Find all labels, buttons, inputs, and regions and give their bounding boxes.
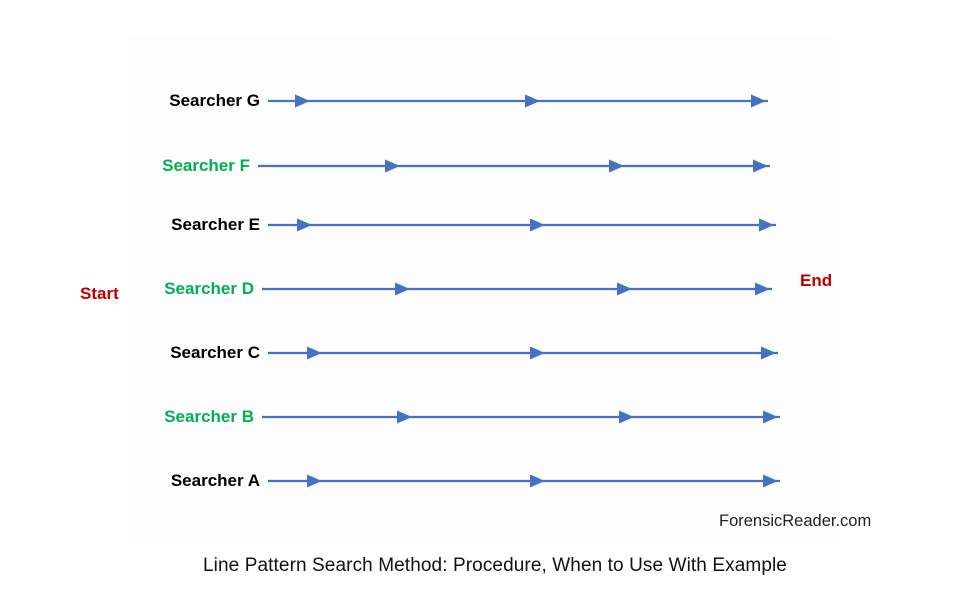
arrowhead-icon bbox=[761, 346, 776, 360]
arrowhead-icon bbox=[530, 218, 545, 232]
searcher-row: Searcher D bbox=[0, 269, 960, 309]
end-label: End bbox=[800, 271, 833, 290]
arrowhead-icon bbox=[385, 159, 400, 173]
arrowhead-icon bbox=[307, 346, 322, 360]
searcher-path-arrow bbox=[268, 218, 776, 232]
arrowhead-icon bbox=[530, 474, 545, 488]
searcher-row: Searcher A bbox=[0, 461, 960, 501]
arrowhead-icon bbox=[297, 218, 312, 232]
searcher-path-arrow bbox=[268, 94, 768, 108]
arrowhead-icon bbox=[397, 410, 412, 424]
arrowhead-icon bbox=[751, 94, 766, 108]
arrowhead-icon bbox=[617, 282, 632, 296]
searcher-path-arrow bbox=[268, 474, 780, 488]
searcher-row: Searcher F bbox=[0, 146, 960, 186]
searcher-path-arrow bbox=[268, 346, 778, 360]
searcher-label: Searcher G bbox=[169, 91, 260, 110]
searcher-row: Searcher B bbox=[0, 397, 960, 437]
searcher-label: Searcher D bbox=[164, 279, 254, 298]
searcher-label: Searcher F bbox=[162, 156, 250, 175]
arrowhead-icon bbox=[755, 282, 770, 296]
diagram-panel bbox=[128, 38, 833, 543]
searcher-row: Searcher C bbox=[0, 333, 960, 373]
searcher-path-arrow bbox=[262, 410, 780, 424]
searcher-label: Searcher B bbox=[164, 407, 254, 426]
caption-text: Line Pattern Search Method: Procedure, W… bbox=[203, 555, 787, 576]
arrowhead-icon bbox=[530, 346, 545, 360]
arrowhead-icon bbox=[763, 410, 778, 424]
searcher-label: Searcher C bbox=[170, 343, 260, 362]
searcher-label: Searcher A bbox=[170, 471, 260, 490]
searcher-label: Searcher E bbox=[171, 215, 260, 234]
watermark: ForensicReader.com bbox=[719, 512, 872, 530]
arrowhead-icon bbox=[763, 474, 778, 488]
start-label: Start bbox=[80, 284, 119, 303]
arrowhead-icon bbox=[395, 282, 410, 296]
arrowhead-icon bbox=[307, 474, 322, 488]
searcher-path-arrow bbox=[258, 159, 770, 173]
arrowhead-icon bbox=[753, 159, 768, 173]
searcher-path-arrow bbox=[262, 282, 772, 296]
diagram-caption: Line Pattern Search Method: Procedure, W… bbox=[0, 555, 960, 577]
arrowhead-icon bbox=[759, 218, 774, 232]
arrowhead-icon bbox=[295, 94, 310, 108]
arrowhead-icon bbox=[609, 159, 624, 173]
searcher-row: Searcher E bbox=[0, 205, 960, 245]
arrowhead-icon bbox=[525, 94, 540, 108]
searcher-row: Searcher G bbox=[0, 81, 960, 121]
arrowhead-icon bbox=[619, 410, 634, 424]
